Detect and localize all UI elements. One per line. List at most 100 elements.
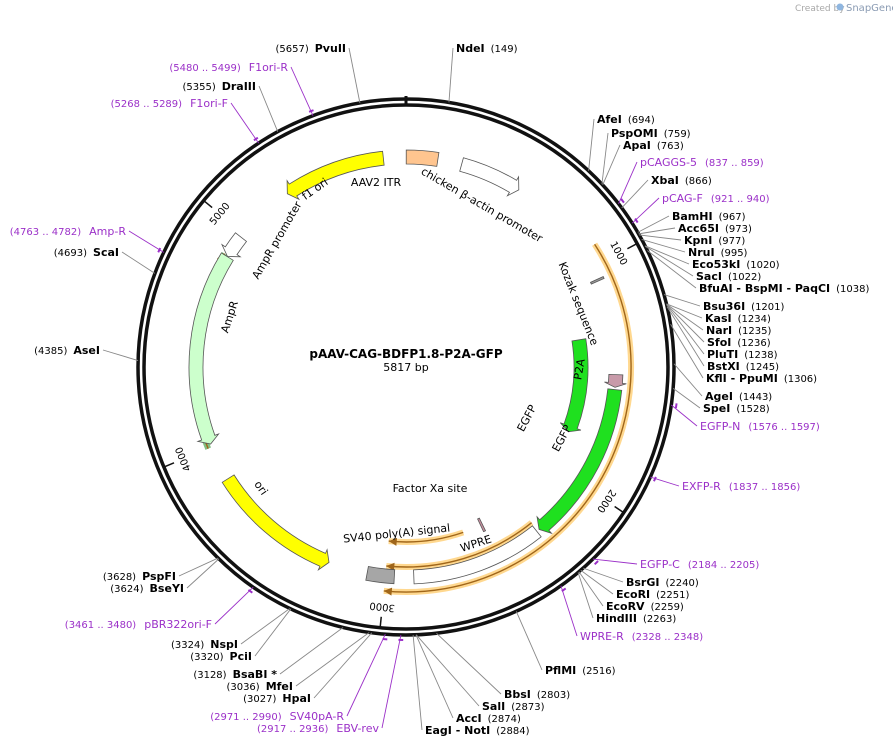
primer-site[interactable]: EGFP-C(2184 .. 2205)	[640, 558, 759, 571]
feature-ampr[interactable]	[188, 252, 234, 445]
highlight-arc-line	[386, 522, 533, 568]
feature-egfp[interactable]	[536, 388, 623, 535]
feature-chicken-actin-promoter[interactable]	[459, 157, 520, 197]
enzyme-site[interactable]: (3036)MfeI	[226, 680, 293, 693]
enzyme-site[interactable]: AfeI(694)	[597, 113, 655, 126]
enzyme-site[interactable]: Eco53kI(1020)	[692, 258, 780, 271]
enzyme-name: HindIII	[596, 612, 637, 625]
enzyme-position: (977)	[718, 236, 745, 247]
enzyme-name: Eco53kI	[692, 258, 740, 271]
enzyme-name: SalI	[482, 700, 505, 713]
leader-line	[102, 349, 139, 361]
leader-line	[602, 144, 621, 186]
feature-wpre[interactable]	[413, 525, 542, 585]
enzyme-site[interactable]: EcoRI(2251)	[616, 588, 690, 601]
primer-name: EBV-rev	[336, 722, 379, 735]
leader-line	[279, 627, 344, 675]
enzyme-site[interactable]: KasI(1234)	[705, 312, 771, 325]
enzyme-position: (3624)	[110, 584, 143, 595]
leader-line	[560, 585, 578, 637]
feature-ori[interactable]	[221, 474, 330, 572]
primer-site[interactable]: (3461 .. 3480)pBR322ori-F	[65, 618, 212, 631]
primer-site[interactable]: (4763 .. 4782)Amp-R	[10, 225, 127, 238]
enzyme-site[interactable]: PspOMI(759)	[611, 127, 691, 140]
enzyme-site[interactable]: NruI(995)	[688, 246, 748, 259]
enzyme-position: (2884)	[496, 726, 529, 737]
feature-ampr-promoter[interactable]	[221, 232, 248, 258]
enzyme-site[interactable]: PluTI(1238)	[707, 348, 778, 361]
enzyme-site[interactable]: SfoI(1236)	[707, 336, 771, 349]
enzyme-site[interactable]: AccI(2874)	[456, 712, 521, 725]
enzyme-name: BseYI	[150, 582, 184, 595]
primer-site[interactable]: pCAGGS-5(837 .. 859)	[640, 156, 764, 169]
primer-site[interactable]: WPRE-R(2328 .. 2348)	[580, 630, 703, 643]
feature-f1-ori[interactable]	[286, 150, 385, 201]
leader-line	[670, 324, 704, 379]
enzyme-site[interactable]: HindIII(2263)	[596, 612, 676, 625]
enzyme-site[interactable]: (5355)DraIII	[182, 80, 256, 93]
enzyme-site[interactable]: (4385)AseI	[34, 344, 100, 357]
enzyme-site[interactable]: BsrGI(2240)	[626, 576, 699, 589]
enzyme-site[interactable]: XbaI(866)	[651, 174, 712, 187]
leader-line	[672, 387, 701, 409]
enzyme-position: (1235)	[738, 326, 771, 337]
enzyme-site[interactable]: ApaI(763)	[623, 139, 684, 152]
enzyme-site[interactable]: (3320)PciI	[190, 650, 252, 663]
enzyme-position: (4693)	[54, 248, 87, 259]
feature-kozak-sequence[interactable]	[589, 275, 605, 285]
enzyme-site[interactable]: (3624) BseYI	[110, 582, 184, 595]
primer-site[interactable]: (5268 .. 5289)F1ori-F	[111, 97, 228, 110]
primer-position: (2328 .. 2348)	[632, 632, 704, 643]
leader-line	[578, 571, 604, 607]
enzyme-name: BfuAI - BspMI - PaqCI	[699, 282, 830, 295]
enzyme-site[interactable]: AgeI(1443)	[705, 390, 772, 403]
enzyme-site[interactable]: (3027)HpaI	[243, 692, 311, 705]
enzyme-site[interactable]: KflI - PpuMI(1306)	[706, 372, 817, 385]
enzyme-site[interactable]: EcoRV(2259)	[606, 600, 684, 613]
enzyme-site[interactable]: (3128)BsaBI *	[193, 668, 277, 681]
enzyme-site[interactable]: BbsI(2803)	[504, 688, 570, 701]
leader-line	[436, 632, 502, 695]
enzyme-site[interactable]: EagI - NotI(2884)	[425, 724, 530, 737]
primer-site[interactable]: EXFP-R(1837 .. 1856)	[682, 480, 800, 493]
enzyme-site[interactable]: BstXI(1245)	[707, 360, 779, 373]
enzyme-site[interactable]: PflMI(2516)	[545, 664, 616, 677]
primer-site[interactable]: EGFP-N(1576 .. 1597)	[700, 420, 820, 433]
enzyme-site[interactable]: BamHI(967)	[672, 210, 746, 223]
enzyme-site[interactable]: (3628)PspFI	[103, 570, 176, 583]
leader-lines	[102, 47, 705, 731]
enzyme-site[interactable]: SacI(1022)	[696, 270, 761, 283]
feature-egfp[interactable]	[559, 338, 589, 433]
enzyme-site[interactable]: (4693)ScaI	[54, 246, 119, 259]
feature-aav2-itr[interactable]	[405, 149, 440, 167]
enzyme-site[interactable]: SalI(2873)	[482, 700, 545, 713]
primer-position: (837 .. 859)	[705, 158, 764, 169]
enzyme-site[interactable]: KpnI (977)	[684, 234, 745, 247]
enzyme-site[interactable]: NdeI(149)	[456, 42, 518, 55]
leader-line	[601, 132, 609, 185]
primer-site[interactable]: (2917 .. 2936)EBV-rev	[257, 722, 379, 735]
leader-line	[448, 47, 454, 103]
enzyme-site[interactable]: (5657)PvuII	[275, 42, 346, 55]
leader-line	[645, 245, 694, 277]
primer-site[interactable]: (5480 .. 5499)F1ori-R	[169, 61, 288, 74]
enzyme-site[interactable]: BfuAI - BspMI - PaqCI(1038)	[699, 282, 869, 295]
enzyme-name: PspOMI	[611, 127, 658, 140]
primer-site[interactable]: (2971 .. 2990)SV40pA-R	[210, 710, 344, 723]
feature-factor-xa-site[interactable]	[477, 517, 487, 533]
enzyme-site[interactable]: (3324)NspI	[171, 638, 238, 651]
enzyme-site[interactable]: SpeI(1528)	[703, 402, 770, 415]
credit-brand: SnapGene	[846, 3, 893, 14]
leader-line	[295, 632, 370, 687]
enzyme-site[interactable]: Bsu36I(1201)	[703, 300, 785, 313]
leader-line	[644, 245, 690, 265]
enzyme-site[interactable]: Acc65I(973)	[678, 222, 752, 235]
feature-p2a[interactable]	[604, 373, 627, 388]
primer-site[interactable]: pCAG-F(921 .. 940)	[662, 192, 770, 205]
feature-sv40-poly-a-signal[interactable]	[365, 566, 396, 585]
primer-position: (5268 .. 5289)	[111, 99, 183, 110]
enzyme-site[interactable]: NarI(1235)	[706, 324, 772, 337]
enzyme-name: KpnI	[684, 234, 712, 247]
leader-line	[663, 294, 701, 307]
